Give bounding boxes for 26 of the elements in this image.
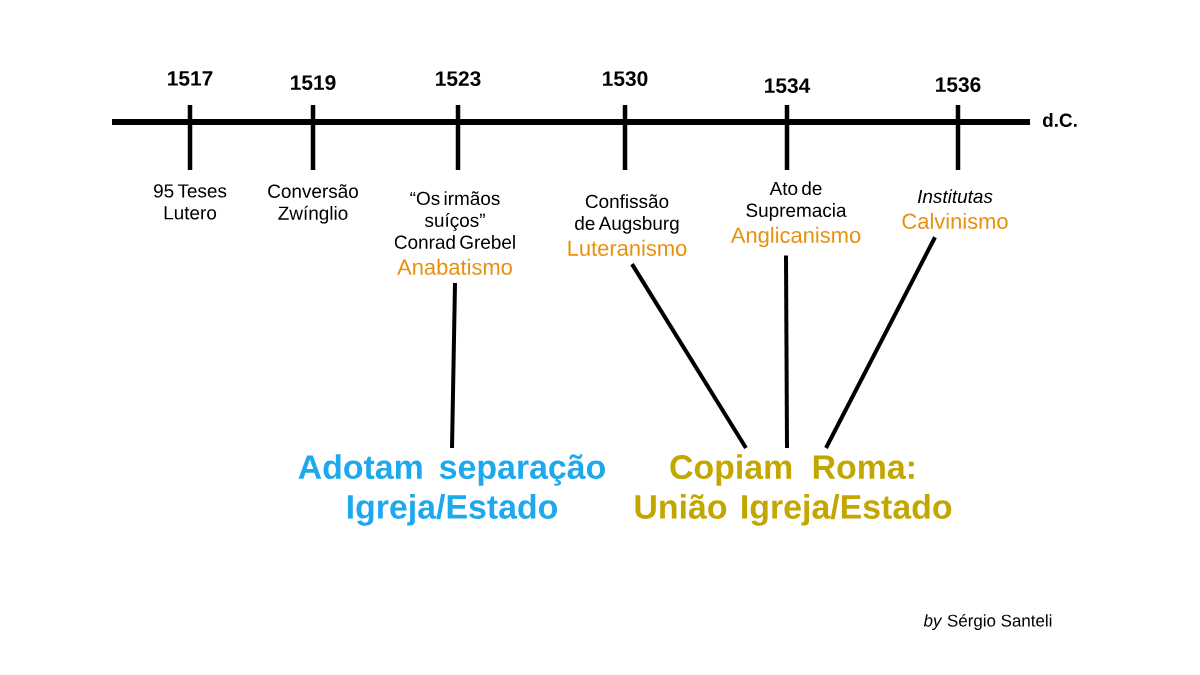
tick-mark [622, 105, 628, 170]
tick-mark [187, 105, 193, 170]
tick-mark [310, 105, 316, 170]
connector-line [784, 255, 789, 448]
outcome-label: Copiam Roma: União Igreja/Estado [635, 454, 952, 526]
tick-mark [455, 105, 461, 170]
author-credit: by Sérgio Santeli [923, 614, 1052, 630]
event-label: Ato de Supremacia Anglicanismo [730, 181, 861, 248]
year-label: 1530 [603, 71, 648, 87]
connector-line [824, 236, 937, 449]
tick-mark [784, 105, 790, 170]
tick-mark [955, 105, 961, 170]
connector-line [450, 283, 457, 449]
year-label: 1523 [436, 71, 481, 87]
event-label: Confissão de Augsburg Luteranismo [568, 194, 687, 256]
era-label: d.C. [1042, 113, 1077, 127]
connector-line [630, 263, 748, 450]
event-label: 95 Teses Lutero [154, 184, 227, 220]
year-label: 1536 [936, 77, 981, 93]
event-label: “Os irmãos suíços” Conrad Grebel Anabatismo [394, 191, 515, 275]
event-label: Conversão Zwínglio [268, 184, 358, 224]
event-label: Institutas Calvinismo [902, 189, 1008, 230]
year-label: 1517 [168, 71, 213, 86]
outcome-label: Adotam separação Igreja/Estado [298, 454, 605, 526]
year-label: 1534 [765, 78, 811, 94]
year-label: 1519 [291, 75, 336, 90]
